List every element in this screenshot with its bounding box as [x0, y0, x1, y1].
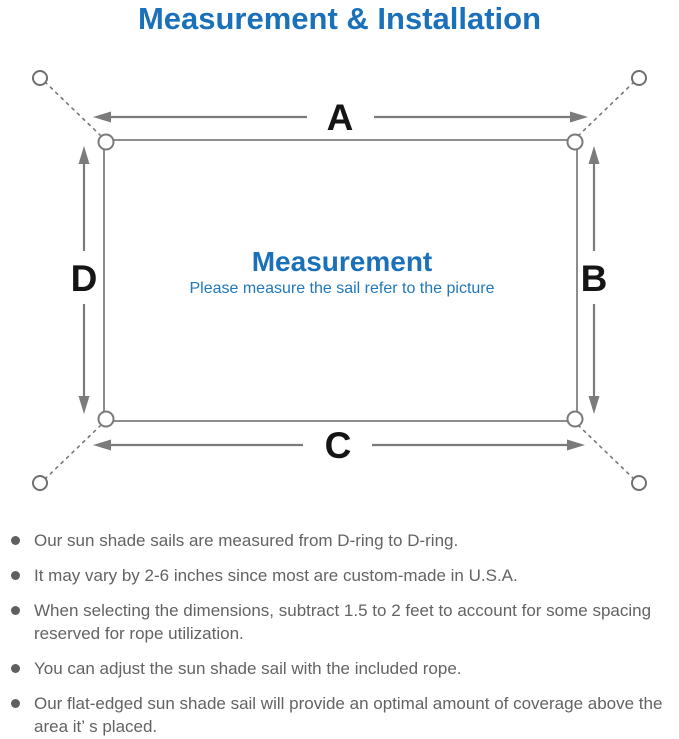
- note-text: When selecting the dimensions, subtract …: [34, 601, 652, 643]
- anchor-point-icon: [631, 475, 647, 491]
- dim-label-d: D: [71, 258, 98, 299]
- dim-label-c: C: [325, 425, 352, 466]
- sail-rect: [103, 139, 578, 422]
- d-ring-icons: [97, 133, 584, 428]
- anchor-point-icons: [32, 70, 647, 491]
- note-text: You can adjust the sun shade sail with t…: [34, 659, 462, 678]
- dim-label-b: B: [581, 258, 608, 299]
- anchor-point-icon: [32, 70, 48, 86]
- note-item: Our flat-edged sun shade sail will provi…: [10, 692, 674, 738]
- notes-list: Our sun shade sails are measured from D-…: [10, 529, 674, 739]
- d-ring-icon: [97, 410, 115, 428]
- note-text: It may vary by 2-6 inches since most are…: [34, 566, 518, 585]
- note-text: Our flat-edged sun shade sail will provi…: [34, 694, 663, 736]
- d-ring-icon: [566, 410, 584, 428]
- diagram-center-title: Measurement: [252, 246, 433, 277]
- dim-arrow-b: [588, 146, 600, 414]
- note-item: You can adjust the sun shade sail with t…: [10, 657, 674, 680]
- rope-line-top-left: [44, 81, 101, 136]
- rope-line-top-right: [578, 81, 635, 136]
- bullet-icon: [11, 536, 20, 545]
- anchor-point-icon: [631, 70, 647, 86]
- d-ring-icon: [97, 133, 115, 151]
- dim-arrow-a: [93, 111, 588, 123]
- page-title: Measurement & Installation: [137, 1, 542, 36]
- dim-label-a: A: [327, 97, 354, 138]
- note-item: Our sun shade sails are measured from D-…: [10, 529, 674, 552]
- bullet-icon: [11, 699, 20, 708]
- diagram-center-subtitle: Please measure the sail refer to the pic…: [189, 280, 494, 297]
- note-text: Our sun shade sails are measured from D-…: [34, 531, 459, 550]
- dim-arrow-d: [78, 146, 90, 414]
- anchor-point-icon: [32, 475, 48, 491]
- note-item: When selecting the dimensions, subtract …: [10, 599, 674, 645]
- bullet-icon: [11, 606, 20, 615]
- d-ring-icon: [566, 133, 584, 151]
- measurement-diagram: A C D B Measurement Please measure the s…: [32, 70, 647, 491]
- rope-line-bottom-left: [44, 425, 101, 480]
- bullet-icon: [11, 664, 20, 673]
- rope-dashed-lines: [44, 81, 635, 480]
- rope-line-bottom-right: [578, 425, 635, 480]
- note-item: It may vary by 2-6 inches since most are…: [10, 564, 674, 587]
- bullet-icon: [11, 571, 20, 580]
- dim-arrow-c: [93, 439, 585, 451]
